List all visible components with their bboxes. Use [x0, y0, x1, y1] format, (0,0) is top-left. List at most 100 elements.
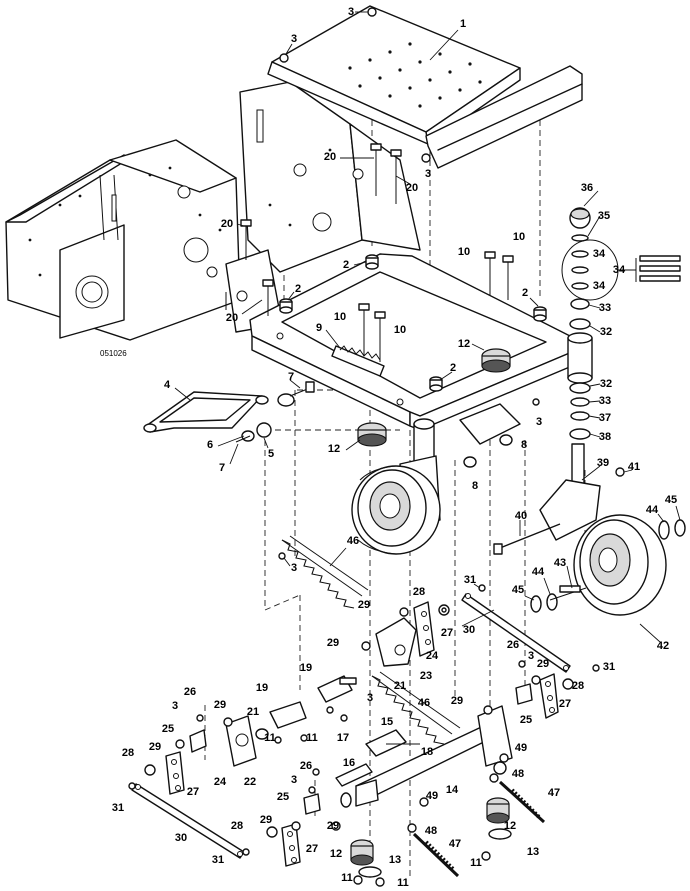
callout-29: 29	[358, 599, 370, 611]
callout-32: 32	[600, 326, 612, 338]
callout-31: 31	[212, 854, 224, 866]
lower-mounts	[350, 797, 512, 878]
callout-20: 20	[406, 182, 418, 194]
callout-47: 47	[548, 787, 560, 799]
callout-25: 25	[520, 714, 532, 726]
callout-34: 34	[593, 248, 606, 260]
callout-33: 33	[599, 395, 611, 407]
callout-46: 46	[418, 697, 430, 709]
tie-rods	[131, 593, 571, 859]
callout-3: 3	[536, 416, 542, 428]
callout-8: 8	[472, 480, 478, 492]
callout-41: 41	[628, 461, 640, 473]
callout-21: 21	[247, 706, 259, 718]
callout-10: 10	[394, 324, 406, 336]
callout-3: 3	[348, 6, 354, 18]
spindle-stack	[561, 207, 681, 440]
callout-32: 32	[600, 378, 612, 390]
leader-lines	[174, 11, 681, 643]
callout-10: 10	[334, 311, 346, 323]
callout-46: 46	[347, 535, 359, 547]
callout-17: 17	[337, 732, 349, 744]
callout-38: 38	[599, 431, 611, 443]
callout-25: 25	[277, 791, 289, 803]
callout-31: 31	[112, 802, 124, 814]
callout-6: 6	[207, 439, 213, 451]
callout-2: 2	[343, 259, 349, 271]
callout-40: 40	[515, 510, 527, 522]
callout-26: 26	[300, 760, 312, 772]
callout-27: 27	[441, 627, 453, 639]
callout-3: 3	[291, 562, 297, 574]
callout-30: 30	[175, 832, 187, 844]
callout-19: 19	[300, 662, 312, 674]
callout-20: 20	[324, 151, 336, 163]
callout-3: 3	[528, 650, 534, 662]
callout-11: 11	[264, 732, 276, 744]
nuts	[463, 434, 513, 468]
callout-28: 28	[122, 747, 134, 759]
small-hardware	[128, 552, 600, 887]
front-frame	[249, 253, 573, 445]
callout-25: 25	[162, 723, 174, 735]
caster-housings	[357, 348, 511, 447]
callout-10: 10	[513, 231, 525, 243]
callout-3: 3	[367, 692, 373, 704]
callout-44: 44	[646, 504, 659, 516]
steering-links	[165, 601, 559, 867]
callout-24: 24	[426, 650, 439, 662]
callout-13: 13	[527, 846, 539, 858]
callout-37: 37	[599, 412, 611, 424]
long-bolts	[412, 780, 546, 878]
callout-3: 3	[291, 33, 297, 45]
callout-5: 5	[268, 448, 274, 460]
callout-12: 12	[330, 848, 342, 860]
callout-27: 27	[306, 843, 318, 855]
callout-27: 27	[187, 786, 199, 798]
callout-43: 43	[554, 557, 566, 569]
callout-3: 3	[425, 168, 431, 180]
callout-13: 13	[389, 854, 401, 866]
callout-34: 34	[593, 280, 606, 292]
callout-20: 20	[226, 312, 238, 324]
callout-12: 12	[328, 443, 340, 455]
callout-14: 14	[446, 784, 459, 796]
callout-2: 2	[450, 362, 456, 374]
callout-7: 7	[219, 462, 225, 474]
callout-35: 35	[598, 210, 610, 222]
callout-31: 31	[464, 574, 476, 586]
main-frame	[225, 81, 421, 333]
callout-7: 7	[288, 371, 294, 383]
callout-49: 49	[426, 790, 438, 802]
callout-30: 30	[463, 624, 475, 636]
callout-45: 45	[665, 494, 677, 506]
callout-10: 10	[458, 246, 470, 258]
callout-3: 3	[291, 774, 297, 786]
callout-11: 11	[470, 857, 482, 869]
rear-frame	[5, 139, 241, 341]
callout-29: 29	[327, 820, 339, 832]
callout-11: 11	[341, 872, 353, 884]
front-caster-left	[351, 418, 441, 555]
callout-45: 45	[512, 584, 524, 596]
callout-1: 1	[460, 18, 466, 30]
callout-12: 12	[458, 338, 470, 350]
callout-26: 26	[184, 686, 196, 698]
callout-28: 28	[413, 586, 425, 598]
callout-48: 48	[512, 768, 524, 780]
callout-15: 15	[381, 716, 393, 728]
callout-49: 49	[515, 742, 527, 754]
callout-23: 23	[420, 670, 432, 682]
callout-29: 29	[260, 814, 272, 826]
callout-2: 2	[295, 283, 301, 295]
callout-21: 21	[394, 680, 406, 692]
callout-29: 29	[327, 637, 339, 649]
bolts	[225, 7, 540, 406]
foot-plate	[267, 5, 583, 169]
figure-code: 051026	[100, 349, 127, 358]
callout-22: 22	[244, 776, 256, 788]
springs	[281, 535, 461, 745]
plates	[255, 675, 357, 740]
callout-18: 18	[421, 746, 433, 758]
